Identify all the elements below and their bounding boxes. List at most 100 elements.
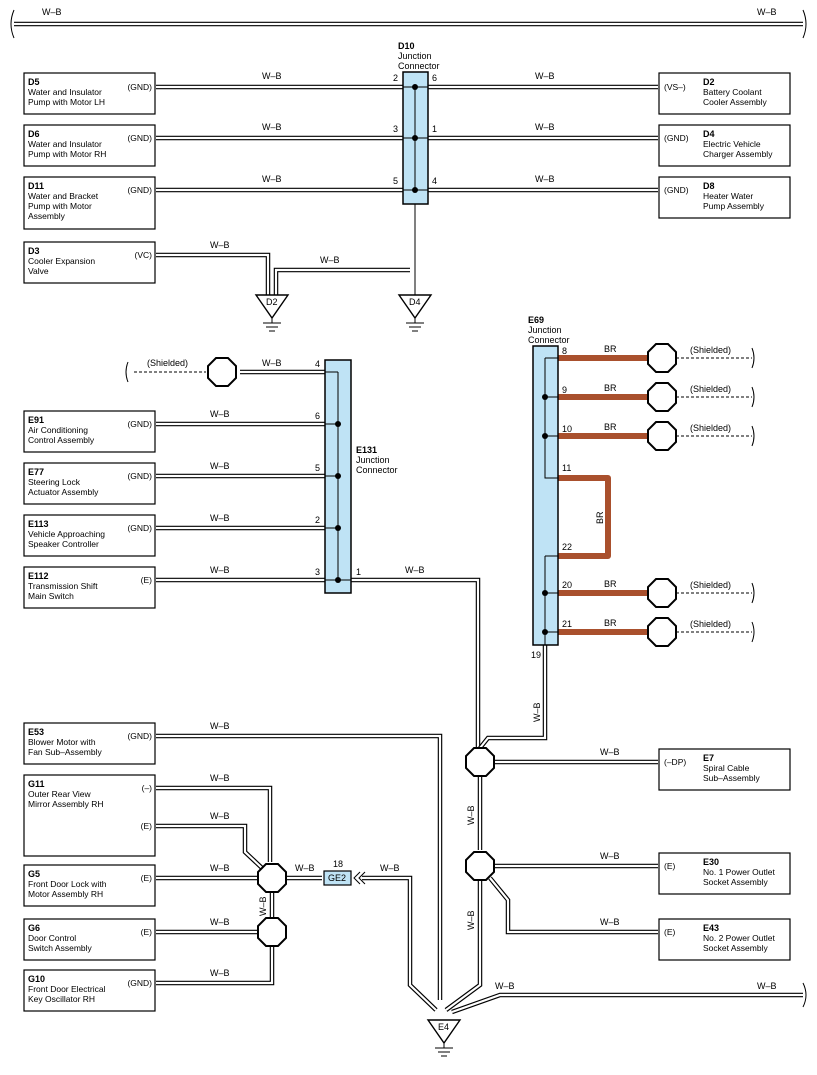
svg-text:Heater Water: Heater Water [703, 191, 753, 201]
wire-label: W–B [466, 805, 476, 825]
ground-d4: D4 [397, 294, 433, 332]
svg-text:(GND): (GND) [127, 471, 152, 481]
shielded-label: (Shielded) [690, 619, 731, 629]
svg-text:Speaker Controller: Speaker Controller [28, 539, 99, 549]
splice-octagon [257, 863, 287, 893]
wire-label: W–B [210, 565, 230, 575]
svg-text:(GND): (GND) [664, 133, 689, 143]
pin-number: 5 [315, 463, 320, 473]
wire-label: W–B [262, 174, 282, 184]
br-label: BR [604, 344, 617, 354]
svg-text:(GND): (GND) [127, 523, 152, 533]
pin-number: 1 [356, 567, 361, 577]
ground-e4: E4 [426, 1019, 462, 1057]
svg-text:G11: G11 [28, 779, 45, 789]
e131-label: Junction [356, 455, 390, 465]
ground-label: E4 [438, 1022, 449, 1032]
bus-bracket [802, 982, 807, 1008]
wire-label: W–B [210, 513, 230, 523]
wire-label: W–B [210, 721, 230, 731]
wire-label: W–B [262, 122, 282, 132]
pin-number: 21 [562, 619, 572, 629]
svg-text:(GND): (GND) [127, 731, 152, 741]
svg-text:Pump with Motor RH: Pump with Motor RH [28, 149, 106, 159]
ge2-code: GE2 [328, 873, 346, 883]
svg-text:Pump with Motor: Pump with Motor [28, 201, 92, 211]
pin-number: 9 [562, 385, 567, 395]
svg-text:Assembly: Assembly [28, 211, 66, 221]
svg-text:G5: G5 [28, 869, 40, 879]
wire-label: W–B [532, 702, 542, 722]
svg-text:(–): (–) [142, 783, 153, 793]
svg-text:E53: E53 [28, 727, 44, 737]
e69-label: Junction [528, 325, 562, 335]
svg-text:Cooler Assembly: Cooler Assembly [703, 97, 768, 107]
wire-label: W–B [210, 240, 230, 250]
wire-label: W–B [210, 863, 230, 873]
wire-label: W–B [210, 968, 230, 978]
svg-text:G10: G10 [28, 974, 45, 984]
wire-label: W–B [535, 174, 555, 184]
svg-text:Water and Insulator: Water and Insulator [28, 87, 102, 97]
svg-text:Water and Insulator: Water and Insulator [28, 139, 102, 149]
junction-d10: D10 Junction Connector 2 6 3 1 5 4 [393, 41, 440, 205]
svg-text:No. 2 Power Outlet: No. 2 Power Outlet [703, 933, 775, 943]
svg-text:(GND): (GND) [127, 133, 152, 143]
ground-d2: D2 [254, 294, 290, 332]
svg-text:(VS–): (VS–) [664, 82, 686, 92]
svg-text:E112: E112 [28, 571, 49, 581]
svg-text:D5: D5 [28, 77, 40, 87]
splice-octagon [465, 851, 495, 881]
wire-label: W–B [320, 255, 340, 265]
component-e112: E112 Transmission Shift Main Switch (E) [23, 566, 156, 609]
shielded-lines: (Shielded) (Shielded) (Shielded) (Shield… [125, 345, 755, 643]
component-d5: D5 Water and Insulator Pump with Motor L… [23, 72, 156, 115]
svg-text:(GND): (GND) [127, 419, 152, 429]
svg-text:Mirror Assembly RH: Mirror Assembly RH [28, 799, 104, 809]
svg-text:Electric Vehicle: Electric Vehicle [703, 139, 761, 149]
component-d2: (VS–) D2 Battery Coolant Cooler Assembly [658, 72, 791, 115]
svg-text:(–DP): (–DP) [664, 757, 686, 767]
component-e30: (E) E30 No. 1 Power Outlet Socket Assemb… [658, 852, 791, 895]
svg-text:Charger Assembly: Charger Assembly [703, 149, 773, 159]
component-d3: D3 Cooler Expansion Valve (VC) [23, 241, 156, 284]
wire-label: W–B [600, 747, 620, 757]
pin-number: 10 [562, 424, 572, 434]
br-label: BR [595, 511, 605, 524]
wire-label: W–B [495, 981, 515, 991]
svg-text:D8: D8 [703, 181, 715, 191]
svg-text:Battery Coolant: Battery Coolant [703, 87, 762, 97]
svg-text:(E): (E) [664, 927, 676, 937]
wire-label: W–B [210, 461, 230, 471]
svg-text:Front Door Lock with: Front Door Lock with [28, 879, 107, 889]
svg-text:Vehicle Approaching: Vehicle Approaching [28, 529, 105, 539]
pin-number: 6 [432, 73, 437, 83]
component-d8: (GND) D8 Heater Water Pump Assembly [658, 176, 791, 219]
svg-text:(VC): (VC) [135, 250, 153, 260]
svg-text:D11: D11 [28, 181, 44, 191]
ge2-pin: 18 [333, 859, 343, 869]
svg-text:D2: D2 [703, 77, 715, 87]
svg-text:(GND): (GND) [127, 82, 152, 92]
svg-text:Main Switch: Main Switch [28, 591, 74, 601]
d10-code: D10 [398, 41, 415, 51]
svg-text:Front Door Electrical: Front Door Electrical [28, 984, 106, 994]
wire-labels: W–B W–B W–B W–B W–B W–B W–B W–B W–B W–B … [210, 71, 777, 991]
wire-label: W–B [535, 71, 555, 81]
svg-text:Outer Rear View: Outer Rear View [28, 789, 92, 799]
component-e77: E77 Steering Lock Actuator Assembly (GND… [23, 462, 156, 505]
svg-text:Socket Assembly: Socket Assembly [703, 877, 768, 887]
component-d4: (GND) D4 Electric Vehicle Charger Assemb… [658, 124, 791, 167]
svg-text:(GND): (GND) [127, 978, 152, 988]
svg-text:Spiral Cable: Spiral Cable [703, 763, 750, 773]
svg-text:D4: D4 [703, 129, 715, 139]
ground-label: D2 [266, 297, 278, 307]
pin-number: 3 [393, 124, 398, 134]
svg-text:Fan Sub–Assembly: Fan Sub–Assembly [28, 747, 102, 757]
pin-number: 2 [393, 73, 398, 83]
svg-text:Transmission Shift: Transmission Shift [28, 581, 98, 591]
component-d6: D6 Water and Insulator Pump with Motor R… [23, 124, 156, 167]
svg-text:Water and Bracket: Water and Bracket [28, 191, 99, 201]
wire-label: W–B [380, 863, 400, 873]
e69-label: Connector [528, 335, 570, 345]
